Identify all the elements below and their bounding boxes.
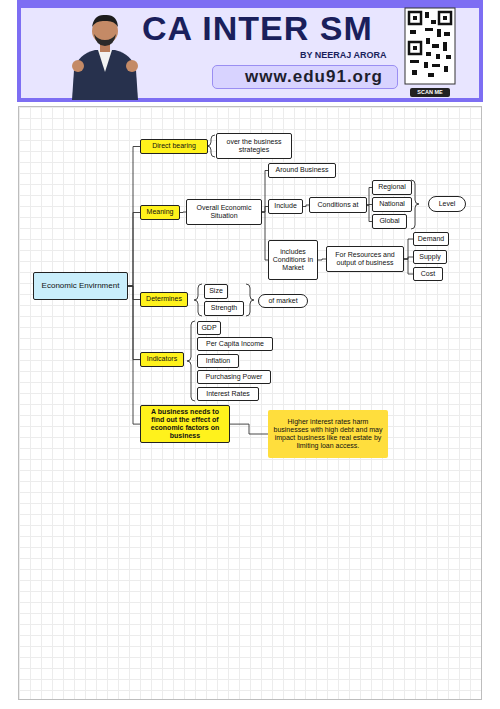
leaf-box: Regional [372, 180, 412, 195]
branch-box: A business needs to find out the effect … [140, 405, 230, 443]
node-text: Demand [418, 235, 444, 243]
author-line: BY NEERAJ ARORA [300, 50, 387, 60]
node-text: A business needs to find out the effect … [144, 408, 226, 440]
connector-line [404, 239, 413, 259]
node-text: Determines [146, 295, 182, 303]
curly-brace [187, 321, 195, 401]
connector-line [128, 286, 140, 424]
node-text: Level [439, 200, 456, 208]
branch-box: Determines [140, 292, 188, 307]
detail-box: Conditions at [309, 197, 367, 213]
qr-code [405, 8, 455, 97]
curly-brace [207, 135, 215, 157]
leaf-box: Per Capita Income [197, 337, 273, 351]
node-text: Direct bearing [152, 142, 196, 150]
detail-box: Include [268, 199, 303, 214]
detail-box: Around Business [268, 163, 336, 178]
header-strip [19, 2, 481, 8]
node-text: Regional [378, 183, 406, 191]
leaf-box: Cost [413, 267, 443, 281]
leaf-box: Global [372, 214, 407, 229]
node-text: Global [379, 217, 399, 225]
node-text: Purchasing Power [206, 373, 263, 381]
leaf-box: Strength [204, 301, 244, 316]
node-text: Around Business [276, 166, 329, 174]
node-text: over the business strategies [219, 138, 289, 154]
node-text: For Resources and output of business [329, 251, 401, 267]
rounded-note: Level [428, 196, 466, 212]
rounded-note: of market [258, 294, 308, 308]
header-banner [19, 2, 481, 100]
url-pill: www.edu91.org [212, 65, 398, 89]
detail-box: Overall Economic Situation [186, 199, 262, 225]
leaf-box: National [372, 197, 412, 212]
branch-box: Meaning [140, 205, 180, 220]
curly-brace [194, 284, 202, 316]
detail-box: includes Conditions in Market [268, 240, 318, 280]
leaf-box: Interest Rates [197, 387, 259, 401]
presenter-photo [72, 15, 138, 100]
leaf-box: Demand [413, 232, 449, 246]
root-box: Economic Envirnment [33, 272, 128, 300]
node-text: Per Capita Income [206, 340, 264, 348]
node-text: Inflation [206, 357, 231, 365]
node-text: www.edu91.org [245, 67, 383, 87]
node-text: Cost [421, 270, 435, 278]
node-text: Supply [419, 253, 440, 261]
leaf-box: Supply [413, 250, 447, 264]
leaf-box: Purchasing Power [197, 370, 271, 384]
leaf-box: Size [204, 284, 228, 299]
node-text: Include [274, 202, 297, 210]
node-text: includes Conditions in Market [271, 248, 315, 272]
leaf-box: GDP [197, 321, 221, 335]
node-text: Overall Economic Situation [189, 204, 259, 220]
detail-box: For Resources and output of business [326, 246, 404, 272]
node-text: Indicators [147, 355, 177, 363]
node-text: Higher interest rates harm businesses wi… [273, 418, 383, 450]
connector-line [230, 424, 268, 434]
braces [187, 135, 419, 401]
curly-brace [411, 180, 419, 229]
connector-line [128, 286, 140, 300]
node-text: Interest Rates [206, 390, 250, 398]
detail-box: over the business strategies [216, 133, 292, 159]
grid-background [18, 106, 482, 700]
connector-line [128, 286, 140, 360]
node-text: of market [268, 297, 297, 305]
leaf-box: Inflation [197, 354, 239, 368]
node-text: Strength [211, 304, 237, 312]
qr-caption: SCAN ME [410, 89, 450, 95]
node-text: Meaning [147, 208, 174, 216]
node-text: National [379, 200, 405, 208]
node-text: Size [209, 287, 223, 295]
node-text: Conditions at [318, 201, 359, 209]
callout-note: Higher interest rates harm businesses wi… [268, 410, 388, 458]
page-title: CA INTER SM [142, 9, 373, 48]
curly-brace [246, 284, 254, 316]
node-text: Economic Envirnment [42, 281, 120, 290]
connector-line [128, 213, 140, 287]
branch-box: Direct bearing [140, 139, 208, 154]
branch-box: Indicators [140, 352, 184, 367]
connector-line [318, 259, 326, 260]
connector-line [128, 147, 140, 287]
node-text: GDP [201, 324, 216, 332]
connector-line [404, 259, 413, 274]
